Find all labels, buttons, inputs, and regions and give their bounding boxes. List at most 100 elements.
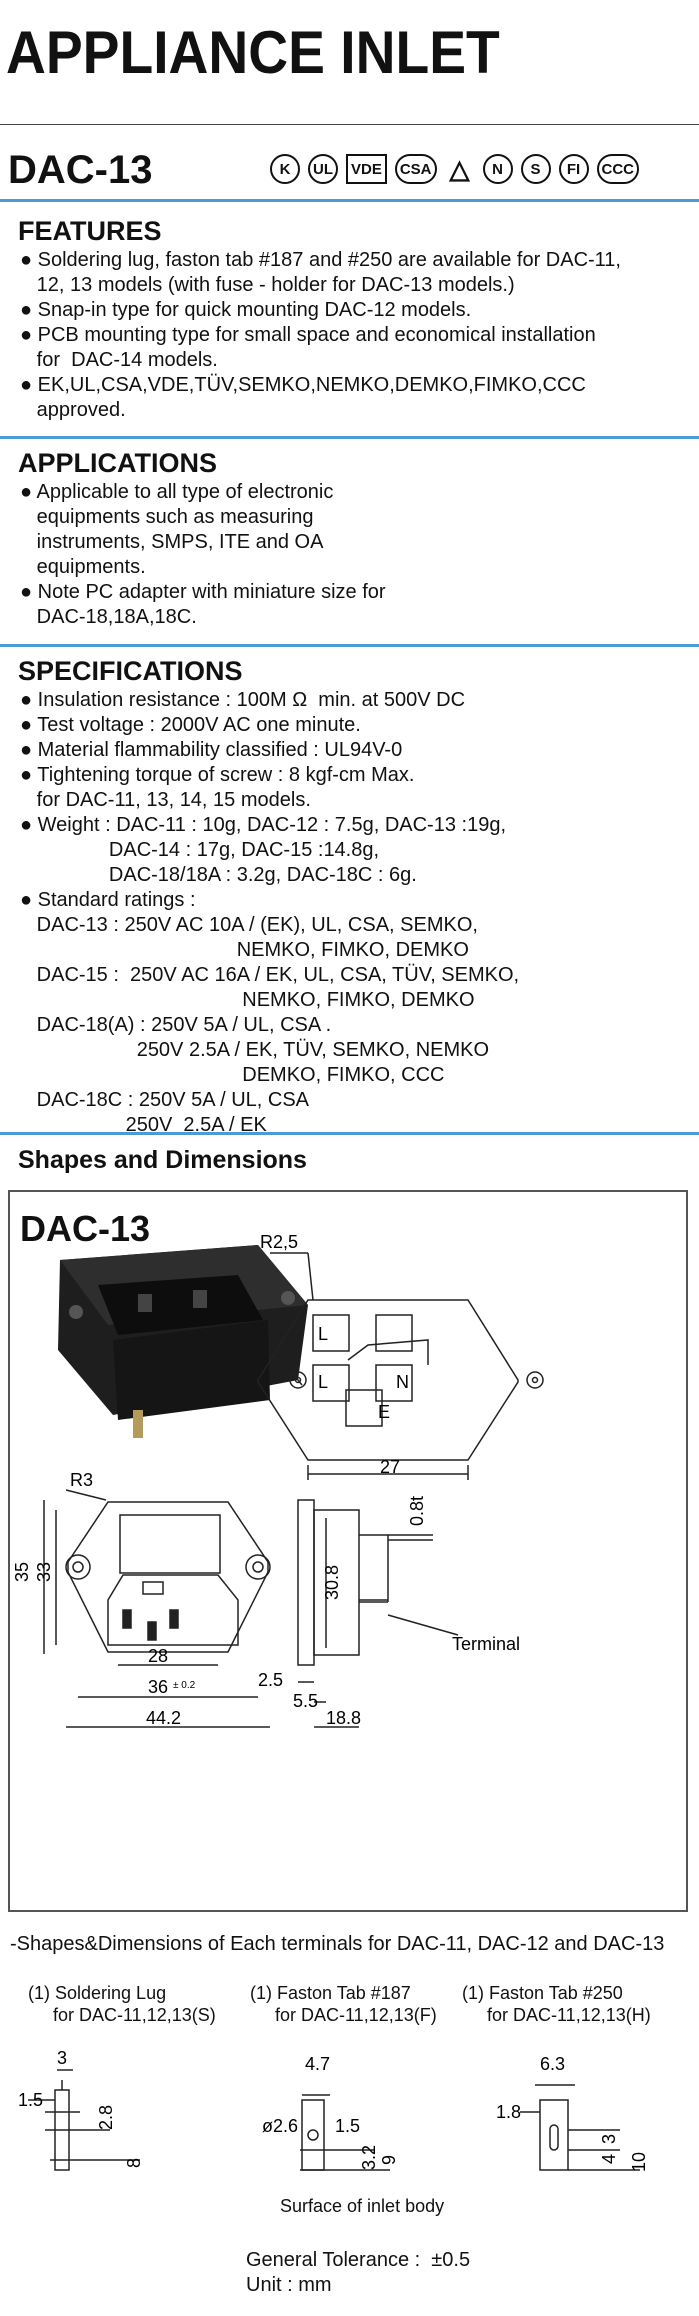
pin-label-n: N [396,1372,409,1392]
dimension-drawing: R2,5 27 L L N E R3 35 33 28 36 ± 0.2 44.… [12,1232,544,1728]
features-list: ● Soldering lug, faston tab #187 and #25… [20,248,621,423]
terminal-label: (1) Faston Tab #187 for DAC-11,12,13(F) [250,1983,437,2025]
cert-mark: △ [449,153,470,184]
cert-mark: K [270,154,300,184]
dim-f187-26: ø2.6 [262,2116,298,2136]
list-item: ● Test voltage : 2000V AC one minute. [20,714,361,736]
dim-36-tolerance: ± 0.2 [173,1680,196,1691]
list-item: equipments such as measuring [20,506,314,528]
cert-mark: N [482,154,513,184]
dim-f250-3: 3 [599,2134,619,2144]
list-item: ● Tightening torque of screw : 8 kgf-cm … [20,764,415,786]
dim-r3: R3 [70,1470,93,1490]
terminal-drawings: 3 1.5 2.8 8 4.7 ø2.6 1.5 3.2 9 6.3 1.8 3… [18,2048,649,2172]
product-photo [58,1245,308,1438]
terminal-label: (1) Faston Tab #250 for DAC-11,12,13(H) [462,1983,651,2025]
dim-f187-47: 4.7 [305,2054,330,2074]
surface-note: Surface of inlet body [280,2196,445,2216]
dim-27: 27 [380,1457,400,1477]
shapes-title: Shapes and Dimensions [18,1146,307,1174]
list-item: ● Applicable to all type of electronic [20,481,334,503]
terminal-label: Terminal [452,1634,520,1654]
list-item: 250V 2.5A / EK [20,1114,267,1136]
terminals-title: -Shapes&Dimensions of Each terminals for… [10,1933,665,1955]
front-view [257,1252,544,1480]
pin-label-l: L [318,1324,328,1344]
page-title: APPLIANCE INLET [6,19,500,86]
pin-label-l2: L [318,1372,328,1392]
dim-08t: 0.8t [407,1496,427,1526]
applications-title: APPLICATIONS [18,448,218,478]
list-item: DAC-18,18A,18C. [20,606,197,628]
specifications-title: SPECIFICATIONS [18,656,243,686]
section-divider [0,436,699,439]
list-item: 250V 2.5A / EK, TÜV, SEMKO, NEMKO [20,1039,490,1061]
cert-mark: FI [558,154,589,184]
list-item: NEMKO, FIMKO, DEMKO [20,939,469,961]
tolerance-note: General Tolerance : ±0.5 Unit : mm [246,2249,471,2296]
dim-35: 35 [12,1562,32,1582]
faston-187-drawing [300,2094,390,2171]
list-item: ● Material flammability classified : UL9… [20,739,403,761]
dim-442: 44.2 [146,1708,181,1728]
dim-lug-15: 1.5 [18,2090,43,2110]
list-item: ● PCB mounting type for small space and … [20,324,596,346]
dim-28: 28 [148,1646,168,1666]
list-item: DEMKO, FIMKO, CCC [20,1064,445,1086]
faston-250-drawing [520,2084,640,2171]
list-item: DAC-18C : 250V 5A / UL, CSA [20,1089,310,1111]
dim-f250-63: 6.3 [540,2054,565,2074]
list-item: DAC-13 : 250V AC 10A / (EK), UL, CSA, SE… [20,914,478,936]
list-item: ● Standard ratings : [20,889,196,911]
dimension-panel [8,1190,688,1912]
list-item: equipments. [20,556,146,578]
dimension-view [43,1489,271,1728]
cert-mark: S [520,154,551,184]
dim-f250-4: 4 [599,2154,619,2164]
panel-model-name: DAC-13 [20,1208,151,1249]
model-name: DAC-13 [8,148,153,192]
dim-lug-8: 8 [124,2158,144,2168]
list-item: ● Soldering lug, faston tab #187 and #25… [20,249,621,271]
features-title: FEATURES [18,216,162,246]
soldering-lug-drawing [28,2069,140,2171]
dim-f187-32: 3.2 [359,2145,379,2170]
terminal-label: (1) Soldering Lug for DAC-11,12,13(S) [28,1983,216,2025]
divider [0,124,699,125]
dim-lug-28: 2.8 [96,2105,116,2130]
dim-f187-15: 1.5 [335,2116,360,2136]
list-item: ● Insulation resistance : 100M Ω min. at… [20,689,466,711]
certification-marks: K UL VDE CSA △ N S FI CCC [270,153,640,184]
dim-36: 36 [148,1677,168,1697]
list-item: NEMKO, FIMKO, DEMKO [20,989,475,1011]
list-item: DAC-18(A) : 250V 5A / UL, CSA . [20,1014,332,1036]
list-item: for DAC-11, 13, 14, 15 models. [20,789,311,811]
list-item: 12, 13 models (with fuse - holder for DA… [20,274,515,296]
dim-f250-10: 10 [629,2152,649,2172]
cert-mark: CCC [596,154,640,184]
list-item: ● Weight : DAC-11 : 10g, DAC-12 : 7.5g, … [20,814,507,836]
section-divider [0,199,699,202]
dim-55: 5.5 [293,1691,318,1711]
dim-f250-18: 1.8 [496,2102,521,2122]
cert-mark: CSA [394,154,437,184]
dim-lug-3: 3 [57,2048,67,2068]
cert-mark: VDE [346,154,387,184]
applications-list: ● Applicable to all type of electronic e… [20,480,386,630]
pin-label-e: E [378,1402,390,1422]
list-item: approved. [20,399,126,421]
list-item: ● Note PC adapter with miniature size fo… [20,581,386,603]
cert-mark: UL [308,154,338,184]
dim-188: 18.8 [326,1708,361,1728]
list-item: ● EK,UL,CSA,VDE,TÜV,SEMKO,NEMKO,DEMKO,FI… [20,374,586,396]
dim-25: 2.5 [258,1670,283,1690]
dim-33: 33 [34,1562,54,1582]
side-view [297,1499,459,1728]
list-item: for DAC-14 models. [20,349,218,371]
list-item: DAC-14 : 17g, DAC-15 :14.8g, [20,839,380,861]
list-item: DAC-15 : 250V AC 16A / EK, UL, CSA, TÜV,… [20,964,520,986]
dim-r25: R2,5 [260,1232,298,1252]
specifications-list: ● Insulation resistance : 100M Ω min. at… [20,688,519,1138]
list-item: ● Snap-in type for quick mounting DAC-12… [20,299,472,321]
section-divider [0,1132,699,1135]
